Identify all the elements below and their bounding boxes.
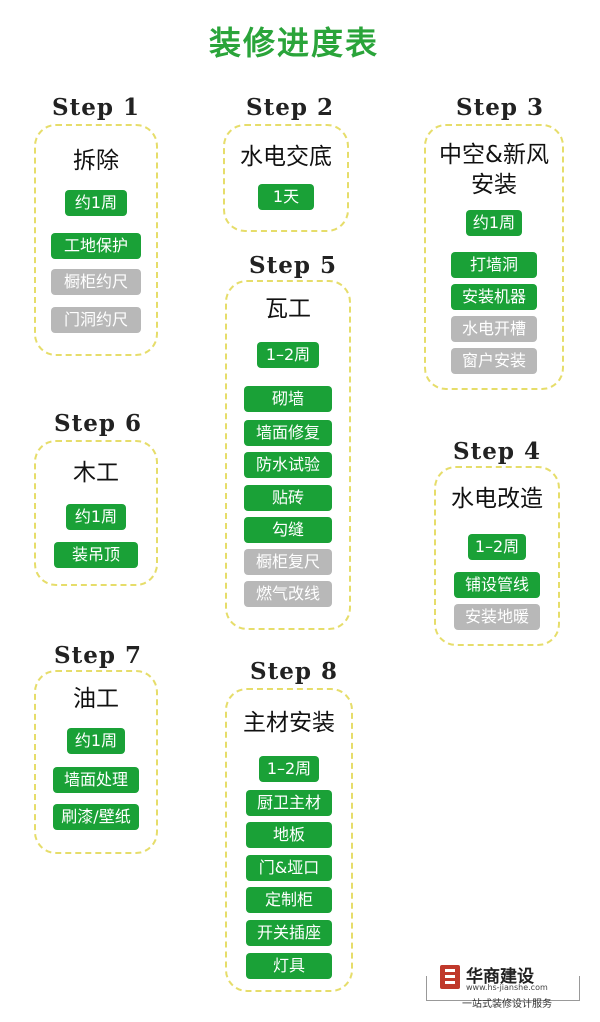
step-1-task-3: 门洞约尺 bbox=[51, 307, 141, 333]
step-4-task-2: 安装地暖 bbox=[454, 604, 540, 630]
step-2-duration: 1天 bbox=[258, 184, 314, 210]
step-8-task-3: 门&垭口 bbox=[246, 855, 332, 881]
step-8-task-2: 地板 bbox=[246, 822, 332, 848]
step-2-label: Step 2 bbox=[246, 94, 334, 121]
logo-tagline: 一站式装修设计服务 bbox=[462, 999, 552, 1010]
step-3-card: 中空&新风安装 约1周 打墙洞 安装机器 水电开槽 窗户安装 bbox=[424, 124, 564, 390]
step-5-duration: 1–2周 bbox=[257, 342, 319, 368]
step-5-card: 瓦工 1–2周 砌墙 墙面修复 防水试验 贴砖 勾缝 橱柜复尺 燃气改线 bbox=[225, 280, 351, 630]
logo-frame bbox=[426, 976, 580, 1001]
step-8-duration: 1–2周 bbox=[259, 756, 319, 782]
step-1-label: Step 1 bbox=[52, 94, 140, 121]
company-logo: 华商建设 www.hs-jianshe.com 一站式装修设计服务 bbox=[426, 962, 590, 1012]
page-title: 装修进度表 bbox=[208, 24, 379, 62]
step-7-task-1: 墙面处理 bbox=[53, 767, 139, 793]
step-4-duration: 1–2周 bbox=[468, 534, 526, 560]
step-8-task-6: 灯具 bbox=[246, 953, 332, 979]
step-8-card: 主材安装 1–2周 厨卫主材 地板 门&垭口 定制柜 开关插座 灯具 bbox=[225, 688, 353, 992]
logo-mark-icon bbox=[440, 965, 460, 989]
step-5-task-6: 橱柜复尺 bbox=[244, 549, 332, 575]
step-8-task-5: 开关插座 bbox=[246, 920, 332, 946]
step-5-task-3: 防水试验 bbox=[244, 452, 332, 478]
step-5-title: 瓦工 bbox=[265, 296, 311, 322]
step-2-card: 水电交底 1天 bbox=[223, 124, 349, 232]
step-6-title: 木工 bbox=[73, 460, 119, 486]
step-3-title: 中空&新风安装 bbox=[439, 142, 549, 198]
step-1-task-1: 工地保护 bbox=[51, 233, 141, 259]
step-7-duration: 约1周 bbox=[67, 728, 125, 754]
step-7-title: 油工 bbox=[73, 686, 119, 712]
step-3-task-2: 安装机器 bbox=[451, 284, 537, 310]
step-2-title: 水电交底 bbox=[240, 144, 332, 170]
step-5-label: Step 5 bbox=[249, 252, 337, 279]
step-7-card: 油工 约1周 墙面处理 刷漆/壁纸 bbox=[34, 670, 158, 854]
step-1-duration: 约1周 bbox=[65, 190, 127, 216]
step-5-task-1: 砌墙 bbox=[244, 386, 332, 412]
step-5-task-4: 贴砖 bbox=[244, 485, 332, 511]
step-3-duration: 约1周 bbox=[466, 210, 522, 236]
step-8-task-1: 厨卫主材 bbox=[246, 790, 332, 816]
step-1-card: 拆除 约1周 工地保护 橱柜约尺 门洞约尺 bbox=[34, 124, 158, 356]
step-3-label: Step 3 bbox=[456, 94, 544, 121]
step-3-task-3: 水电开槽 bbox=[451, 316, 537, 342]
step-7-task-2: 刷漆/壁纸 bbox=[53, 804, 139, 830]
step-8-label: Step 8 bbox=[250, 658, 338, 685]
step-3-task-4: 窗户安装 bbox=[451, 348, 537, 374]
step-4-card: 水电改造 1–2周 铺设管线 安装地暖 bbox=[434, 466, 560, 646]
step-4-task-1: 铺设管线 bbox=[454, 572, 540, 598]
step-6-card: 木工 约1周 装吊顶 bbox=[34, 440, 158, 586]
step-5-task-5: 勾缝 bbox=[244, 517, 332, 543]
step-6-duration: 约1周 bbox=[66, 504, 126, 530]
step-8-task-4: 定制柜 bbox=[246, 887, 332, 913]
logo-url: www.hs-jianshe.com bbox=[466, 983, 548, 992]
step-6-task-1: 装吊顶 bbox=[54, 542, 138, 568]
step-8-title: 主材安装 bbox=[243, 710, 335, 736]
step-4-label: Step 4 bbox=[453, 438, 541, 465]
step-5-task-2: 墙面修复 bbox=[244, 420, 332, 446]
step-1-task-2: 橱柜约尺 bbox=[51, 269, 141, 295]
logo-name: 华商建设 bbox=[466, 967, 534, 987]
step-1-title: 拆除 bbox=[73, 148, 119, 174]
step-7-label: Step 7 bbox=[54, 642, 142, 669]
step-6-label: Step 6 bbox=[54, 410, 142, 437]
step-5-task-7: 燃气改线 bbox=[244, 581, 332, 607]
step-4-title: 水电改造 bbox=[451, 486, 543, 512]
step-3-task-1: 打墙洞 bbox=[451, 252, 537, 278]
